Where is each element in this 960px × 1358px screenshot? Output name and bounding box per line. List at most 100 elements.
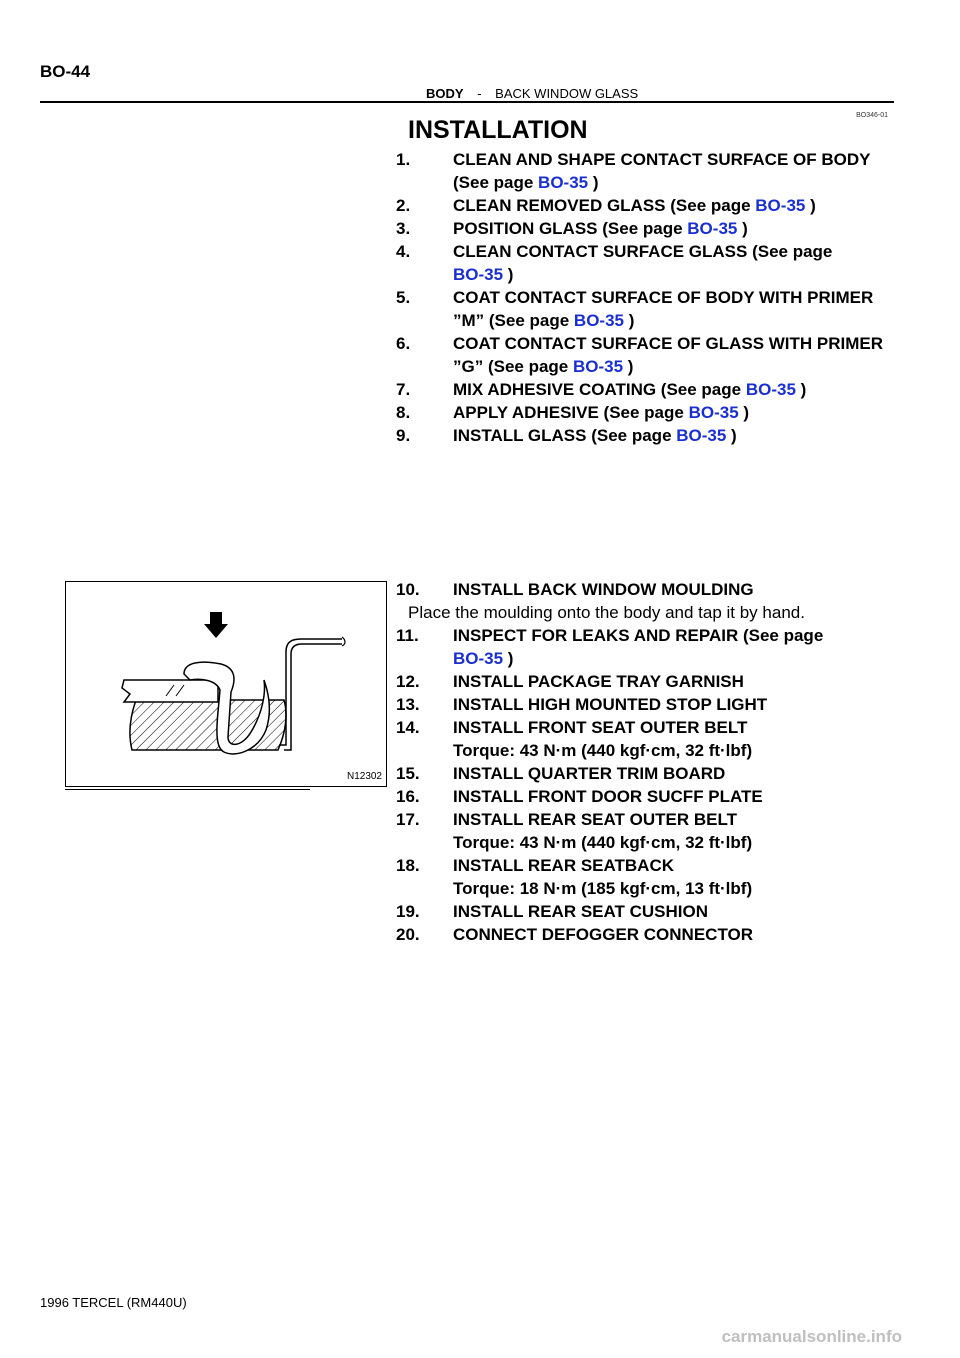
- footer: 1996 TERCEL (RM440U): [40, 1295, 187, 1310]
- page-link[interactable]: BO-35: [453, 265, 504, 284]
- step-3: 3. POSITION GLASS (See page BO-35 ): [396, 217, 916, 240]
- step-20: 20. CONNECT DEFOGGER CONNECTOR: [396, 923, 916, 946]
- step-number: 7.: [396, 380, 411, 399]
- step-text: INSTALL REAR SEATBACK: [453, 856, 674, 875]
- step-ref-suffix: ): [503, 265, 514, 284]
- header-subsection: BACK WINDOW GLASS: [495, 86, 639, 101]
- step-text: INSPECT FOR LEAKS AND REPAIR (See page: [453, 626, 824, 645]
- step-text: INSTALL FRONT SEAT OUTER BELT: [453, 718, 748, 737]
- page-link[interactable]: BO-35: [688, 403, 739, 422]
- step-ref-suffix: ): [623, 357, 634, 376]
- step-text: INSTALL HIGH MOUNTED STOP LIGHT: [453, 695, 768, 714]
- torque-spec: Torque: 43 N·m (440 kgf·cm, 32 ft·lbf): [453, 833, 753, 852]
- step-5: 5. COAT CONTACT SURFACE OF BODY WITH PRI…: [396, 286, 916, 332]
- direction-arrow: [204, 612, 228, 638]
- step-number: 15.: [396, 764, 420, 783]
- step-text: COAT CONTACT SURFACE OF BODY WITH PRIMER: [453, 288, 874, 307]
- step-text: INSTALL BACK WINDOW MOULDING: [453, 580, 754, 599]
- step-number: 1.: [396, 150, 411, 169]
- step-14: 14. INSTALL FRONT SEAT OUTER BELT Torque…: [396, 716, 916, 762]
- step-number: 16.: [396, 787, 420, 806]
- header-separator: -: [477, 86, 482, 101]
- moulding: [183, 661, 271, 755]
- step-ref-suffix: ): [805, 196, 816, 215]
- page-number: BO-44: [40, 62, 91, 81]
- body-flange: [284, 643, 342, 751]
- step-number: 10.: [396, 580, 420, 599]
- page-link[interactable]: BO-35: [745, 380, 796, 399]
- moulding-illustration: [121, 612, 346, 755]
- step-10: 10. INSTALL BACK WINDOW MOULDING: [396, 578, 916, 601]
- step-number: 4.: [396, 242, 411, 261]
- step-12: 12. INSTALL PACKAGE TRAY GARNISH: [396, 670, 916, 693]
- step-text: POSITION GLASS (See page: [453, 219, 688, 238]
- step-4: 4. CLEAN CONTACT SURFACE GLASS (See page…: [396, 240, 916, 286]
- step-ref-suffix: ): [624, 311, 635, 330]
- doc-id: BO346-01: [856, 112, 888, 119]
- step-text: MIX ADHESIVE COATING (See page: [453, 380, 746, 399]
- page-link[interactable]: BO-35: [687, 219, 738, 238]
- torque-spec: Torque: 18 N·m (185 kgf·cm, 13 ft·lbf): [453, 879, 753, 898]
- page-link[interactable]: BO-35: [755, 196, 806, 215]
- page-link[interactable]: BO-35: [453, 649, 504, 668]
- step-16: 16. INSTALL FRONT DOOR SUCFF PLATE: [396, 785, 916, 808]
- header-rule: [40, 101, 894, 103]
- step-number: 18.: [396, 856, 420, 875]
- watermark: carmanualsonline.info: [721, 1327, 902, 1346]
- step-text: COAT CONTACT SURFACE OF GLASS WITH PRIME…: [453, 334, 884, 353]
- installation-steps-bottom: 10. INSTALL BACK WINDOW MOULDING Place t…: [396, 578, 916, 946]
- step-10-note: Place the moulding onto the body and tap…: [408, 603, 805, 622]
- step-ref-suffix: ): [726, 426, 737, 445]
- step-18: 18. INSTALL REAR SEATBACK Torque: 18 N·m…: [396, 854, 916, 900]
- step-6: 6. COAT CONTACT SURFACE OF GLASS WITH PR…: [396, 332, 916, 378]
- step-text: APPLY ADHESIVE (See page: [453, 403, 689, 422]
- step-number: 11.: [396, 626, 419, 645]
- step-text: INSTALL REAR SEAT OUTER BELT: [453, 810, 737, 829]
- step-11: 11. INSPECT FOR LEAKS AND REPAIR (See pa…: [396, 624, 916, 670]
- step-text-line2: ”M” (See page: [453, 311, 574, 330]
- step-19: 19. INSTALL REAR SEAT CUSHION: [396, 900, 916, 923]
- moulding-figure: N12302: [65, 581, 387, 787]
- step-ref-suffix: ): [503, 649, 514, 668]
- step-ref-suffix: ): [588, 173, 599, 192]
- step-1: 1. CLEAN AND SHAPE CONTACT SURFACE OF BO…: [396, 148, 916, 194]
- step-8: 8. APPLY ADHESIVE (See page BO-35 ): [396, 401, 916, 424]
- figure-id: N12302: [346, 771, 382, 782]
- step-ref-prefix: (See page: [453, 173, 539, 192]
- page-link[interactable]: BO-35: [573, 311, 624, 330]
- step-number: 17.: [396, 810, 420, 829]
- page-link[interactable]: BO-35: [538, 173, 589, 192]
- step-text: CLEAN AND SHAPE CONTACT SURFACE OF BODY: [453, 150, 871, 169]
- torque-spec: Torque: 43 N·m (440 kgf·cm, 32 ft·lbf): [453, 741, 753, 760]
- page-link[interactable]: BO-35: [572, 357, 624, 376]
- step-number: 14.: [396, 718, 420, 737]
- step-ref-suffix: ): [738, 403, 750, 422]
- step-13: 13. INSTALL HIGH MOUNTED STOP LIGHT: [396, 693, 916, 716]
- step-number: 9.: [396, 426, 411, 445]
- step-7: 7. MIX ADHESIVE COATING (See page BO-35 …: [396, 378, 916, 401]
- step-2: 2. CLEAN REMOVED GLASS (See page BO-35 ): [396, 194, 916, 217]
- step-text: INSTALL QUARTER TRIM BOARD: [453, 764, 726, 783]
- step-number: 5.: [396, 288, 411, 307]
- step-number: 13.: [396, 695, 420, 714]
- header-section: BODY: [426, 86, 464, 101]
- step-number: 20.: [396, 925, 420, 944]
- step-17: 17. INSTALL REAR SEAT OUTER BELT Torque:…: [396, 808, 916, 854]
- step-text: CONNECT DEFOGGER CONNECTOR: [453, 925, 754, 944]
- step-number: 3.: [396, 219, 411, 238]
- step-text: INSTALL PACKAGE TRAY GARNISH: [453, 672, 744, 691]
- page-link[interactable]: BO-35: [676, 426, 727, 445]
- page-title: INSTALLATION: [408, 116, 588, 144]
- step-number: 6.: [396, 334, 411, 353]
- step-ref-suffix: ): [737, 219, 748, 238]
- step-text: INSTALL REAR SEAT CUSHION: [453, 902, 709, 921]
- step-text: INSTALL FRONT DOOR SUCFF PLATE: [453, 787, 763, 806]
- step-number: 2.: [396, 196, 411, 215]
- step-ref-suffix: ): [795, 380, 807, 399]
- installation-steps-top: 1. CLEAN AND SHAPE CONTACT SURFACE OF BO…: [396, 148, 916, 447]
- step-number: 19.: [396, 902, 420, 921]
- step-text: INSTALL GLASS (See page: [453, 426, 677, 445]
- step-text: CLEAN REMOVED GLASS (See page: [453, 196, 756, 215]
- step-text: CLEAN CONTACT SURFACE GLASS (See page: [453, 242, 833, 261]
- figure-underline: [65, 789, 310, 790]
